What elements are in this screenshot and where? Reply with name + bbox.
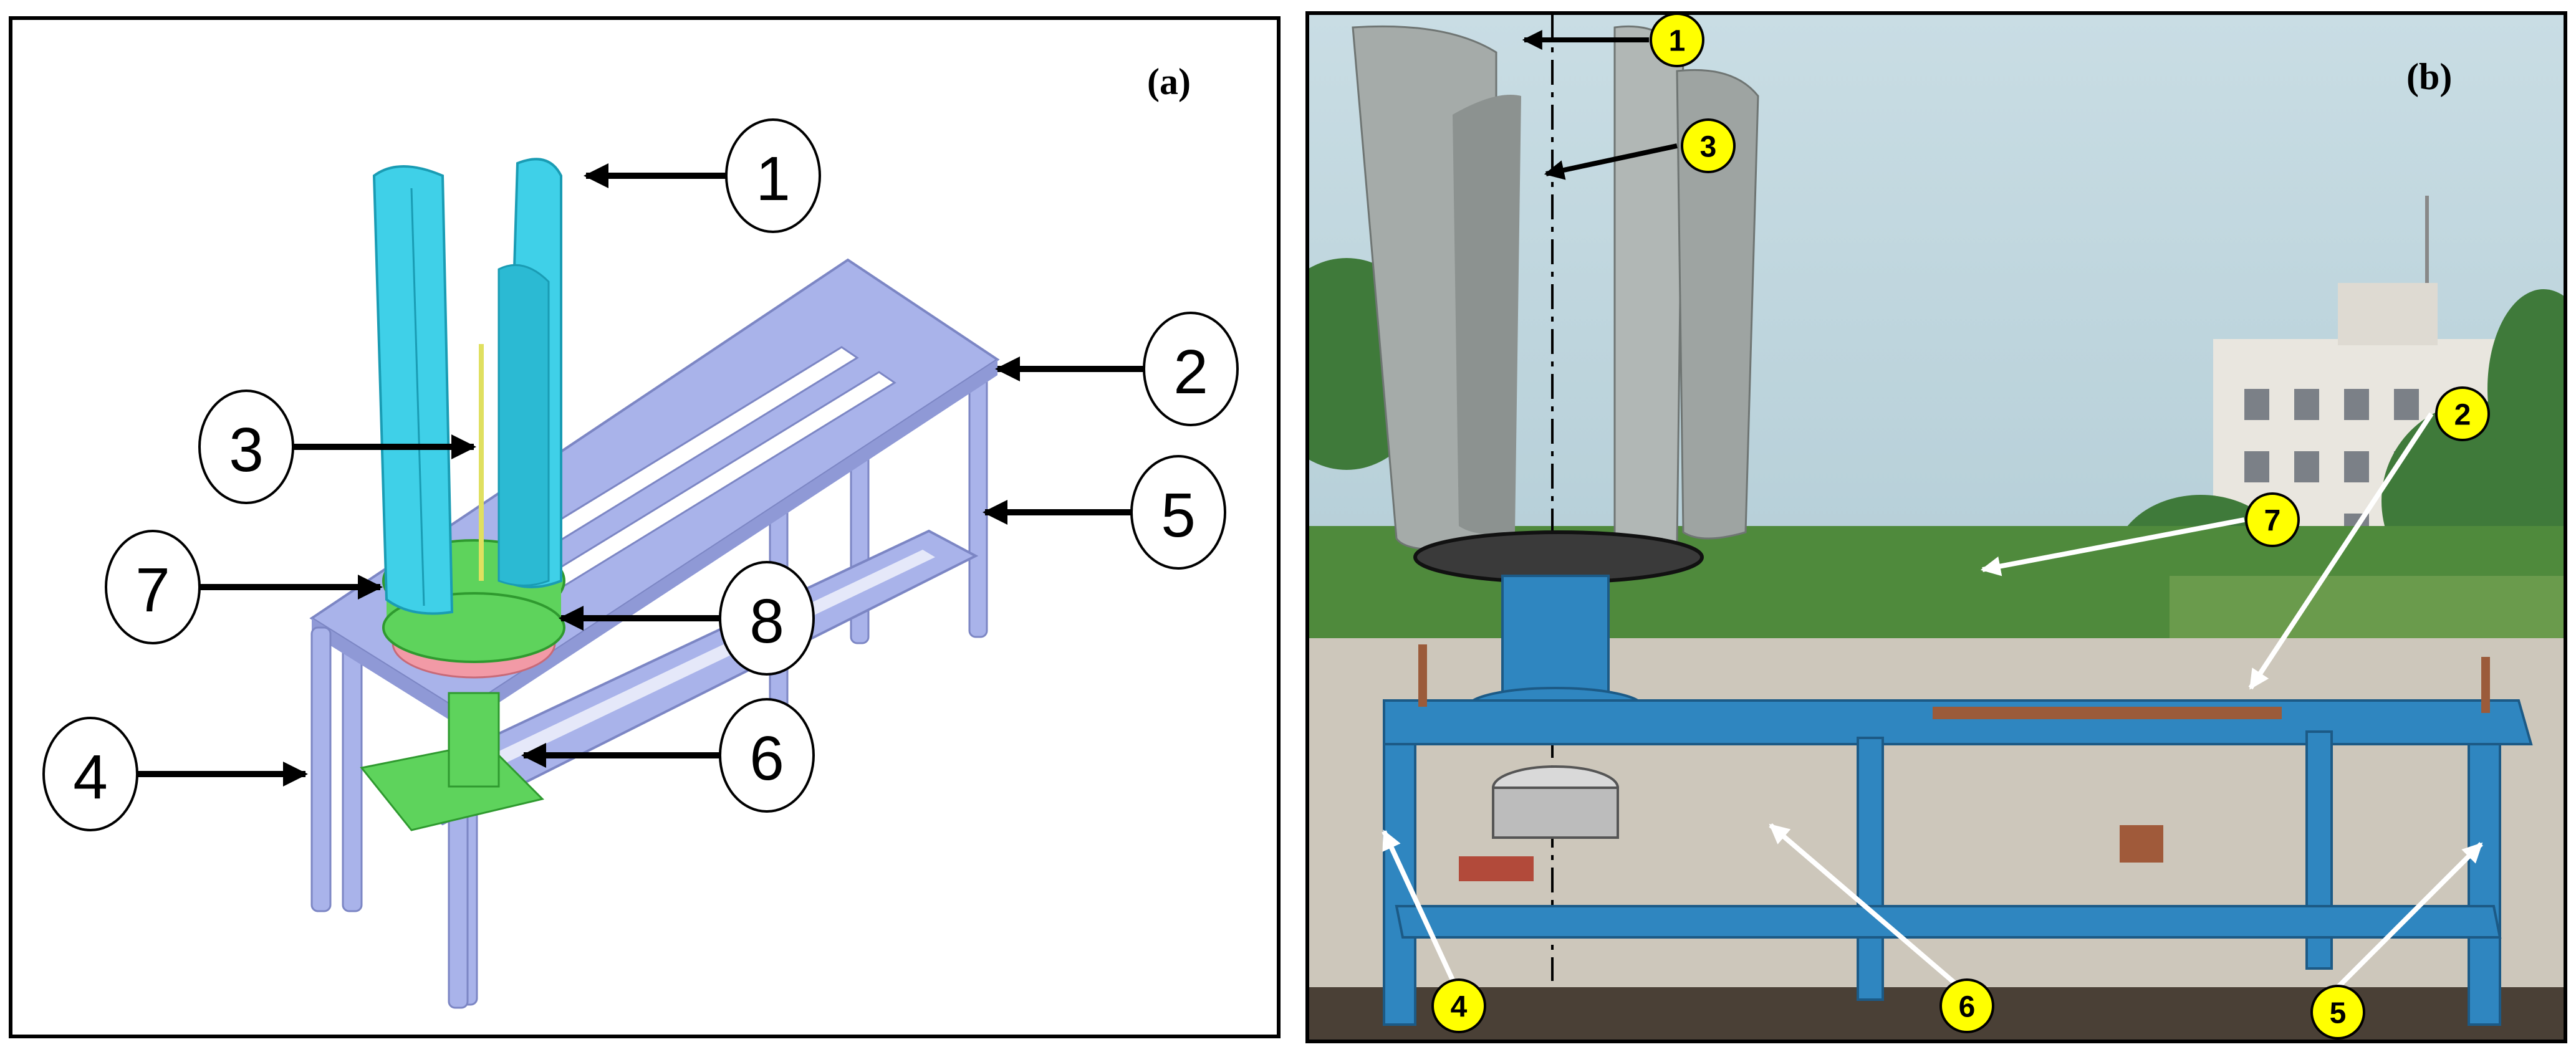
callout-b-4-label: 4 [1451, 991, 1468, 1024]
callout-a-4-label: 4 [73, 742, 108, 812]
callout-a-5-label: 5 [1161, 481, 1196, 550]
callout-b-4 [1431, 978, 1486, 1033]
callout-a-4 [42, 717, 138, 831]
generator [448, 692, 500, 788]
panel-b-photo: 1 2 3 4 5 6 7 (b) [1305, 11, 2567, 1043]
callout-b-6 [1939, 978, 1994, 1033]
callout-b-2-label: 2 [2454, 399, 2471, 432]
panel-b-tag: (b) [2406, 56, 2453, 97]
callout-b-1 [1650, 15, 1704, 67]
callout-a-1 [725, 118, 821, 233]
callout-a-2 [1143, 312, 1239, 426]
generator [1492, 765, 1619, 839]
callout-b-5 [2310, 985, 2365, 1040]
callout-b-7 [2245, 492, 2300, 547]
callout-a-3-label: 3 [229, 415, 264, 485]
panel-a-tag: (a) [1147, 61, 1191, 102]
callout-b-3 [1681, 118, 1736, 173]
callout-b-5-label: 5 [2330, 997, 2347, 1030]
callout-arrows [137, 163, 1147, 787]
callout-a-7-label: 7 [135, 555, 170, 625]
callout-a-2-label: 2 [1173, 337, 1208, 407]
shaft [479, 344, 484, 581]
callout-a-6-label: 6 [749, 724, 784, 793]
blade-left [372, 165, 454, 615]
panel-a-cad-model: 1 2 3 4 5 6 7 8 (a) [9, 16, 1281, 1038]
callout-arrows-black [1522, 30, 1678, 180]
callout-a-6 [719, 698, 815, 813]
photo-drawing: 1 2 3 4 5 6 7 [1309, 15, 2564, 1040]
callout-a-5 [1130, 455, 1226, 570]
callout-a-7 [105, 530, 201, 644]
callout-b-2 [2435, 386, 2490, 441]
callout-arrows-white [1382, 412, 2483, 996]
callout-b-7-label: 7 [2264, 505, 2281, 538]
cad-drawing: 1 2 3 4 5 6 7 8 [42, 118, 1239, 1009]
plate-slot [1933, 707, 2282, 719]
callout-a-8 [719, 561, 815, 676]
callout-b-3-label: 3 [1700, 131, 1717, 164]
callout-a-1-label: 1 [756, 144, 791, 214]
callout-b-1-label: 1 [1669, 25, 1686, 58]
callout-b-6-label: 6 [1959, 991, 1976, 1024]
callout-a-3 [198, 390, 294, 504]
callout-a-8-label: 8 [749, 586, 784, 656]
